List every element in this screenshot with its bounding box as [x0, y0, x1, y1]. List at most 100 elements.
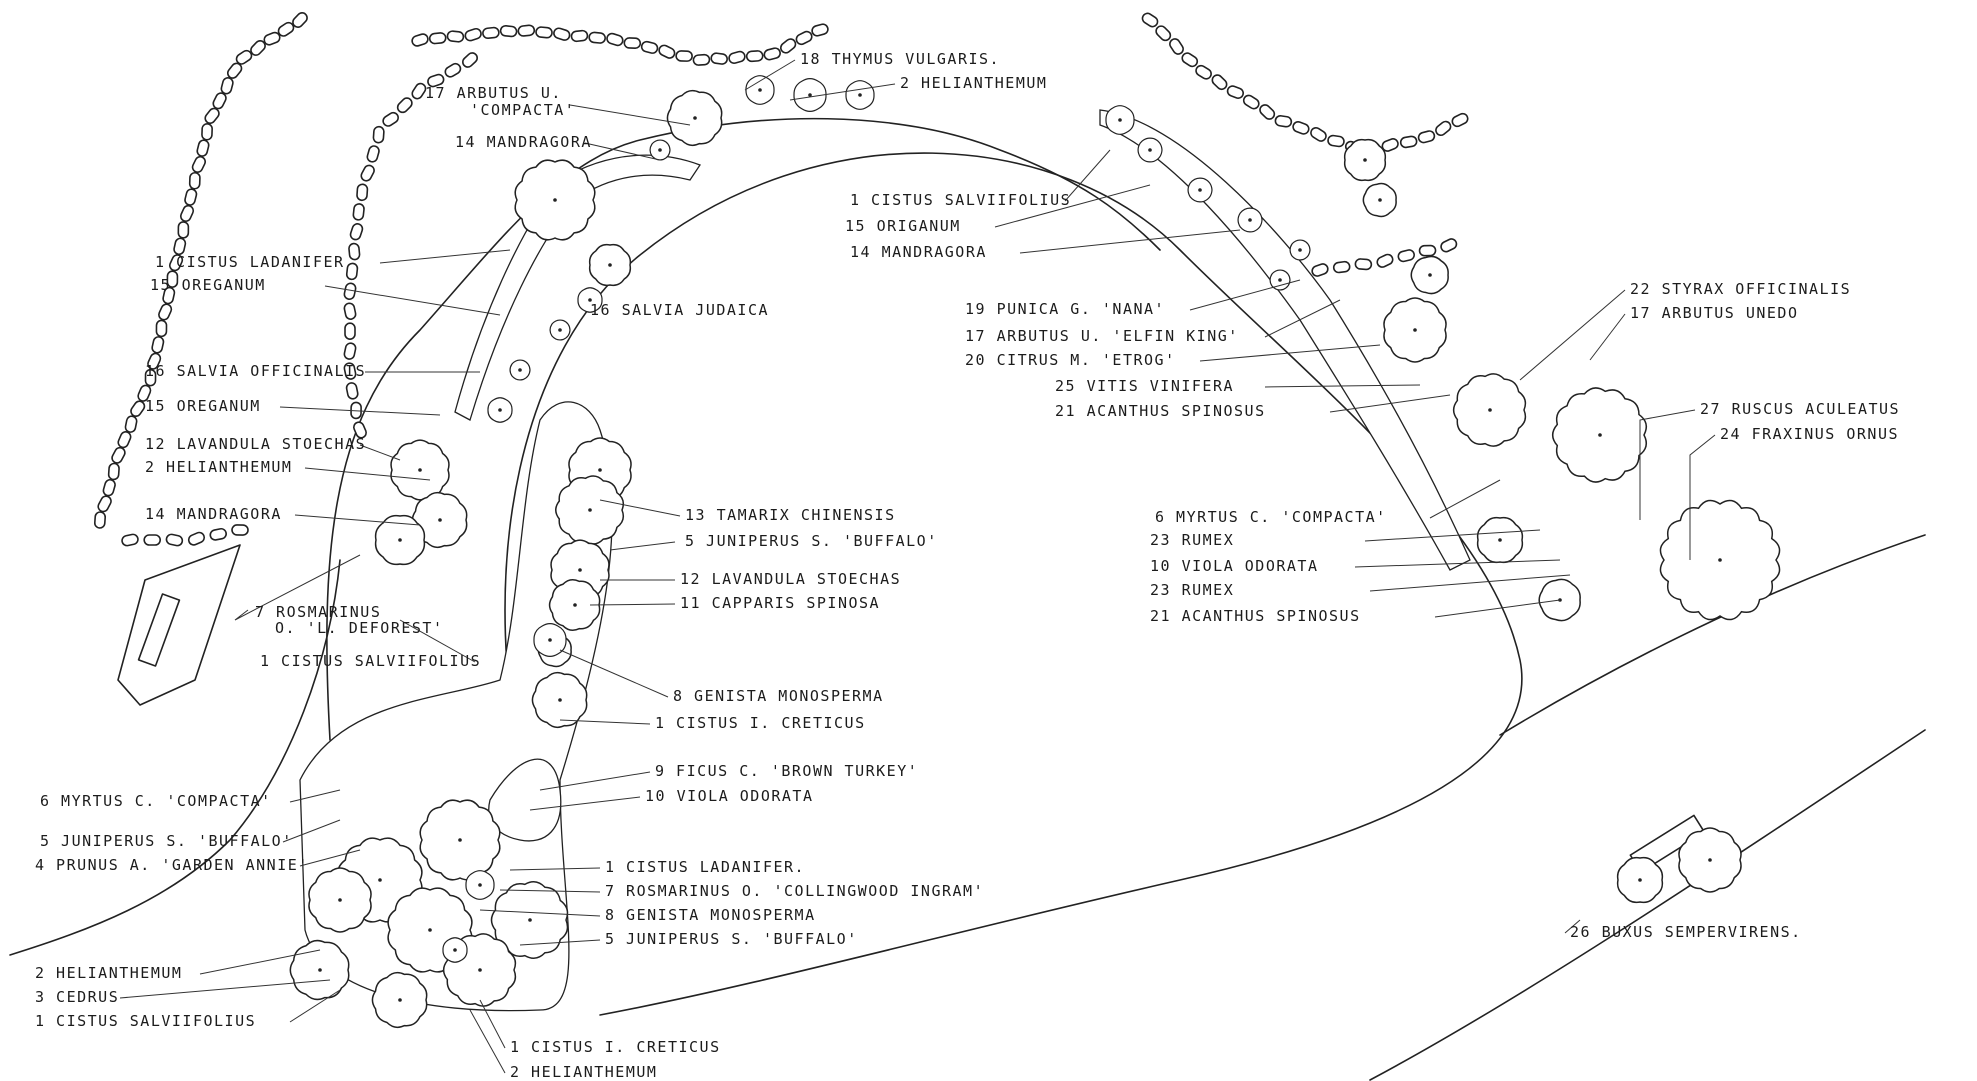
stepping-stone: [1417, 130, 1436, 144]
label-fraxinus: 24 FRAXINUS ORNUS: [1720, 425, 1899, 443]
path-inner-edge: [326, 117, 1161, 741]
label-buxus: 26 BUXUS SEMPERVIRENS.: [1570, 923, 1802, 941]
leader-genista-1: [559, 649, 669, 698]
label-acanthus-2: 21 ACANTHUS SPINOSUS: [1150, 607, 1361, 625]
stepping-stone: [231, 524, 249, 536]
stepping-stone: [640, 40, 659, 54]
plant-center-dot: [478, 883, 482, 887]
plant-symbols: [289, 75, 1781, 1029]
label-myrtus-right: 6 MYRTUS C. 'COMPACTA': [1155, 508, 1387, 526]
stepping-stone: [382, 111, 399, 127]
label-arbutus-unedo: 17 ARBUTUS UNEDO: [1630, 304, 1799, 322]
leader-arbutus-unedo: [1589, 313, 1626, 361]
label-cistus-ladanifer-2: 1 CISTUS LADANIFER.: [605, 858, 805, 876]
plant-center-dot: [658, 148, 662, 152]
stepping-stone: [1141, 12, 1159, 28]
stepping-stone: [462, 52, 478, 68]
plant-center-dot: [1638, 878, 1642, 882]
stepping-stone: [710, 52, 728, 65]
plant-center-dot: [858, 93, 862, 97]
stepping-stone: [535, 26, 553, 39]
plant-center-dot: [1428, 273, 1432, 277]
label-helianthemum-bottom: 2 HELIANTHEMUM: [35, 964, 182, 982]
stepping-stone: [220, 77, 234, 95]
plant-center-dot: [598, 468, 602, 472]
stepping-stone: [366, 145, 380, 163]
stepping-stone: [166, 270, 179, 288]
label-cistus-creticus-bottom: 1 CISTUS I. CRETICUS: [510, 1038, 721, 1056]
label-mandragora-left: 14 MANDRAGORA: [145, 505, 282, 523]
label-helianthemum-left: 2 HELIANTHEMUM: [145, 458, 292, 476]
plant-center-dot: [1298, 248, 1302, 252]
stepping-stone: [1226, 85, 1244, 99]
label-salvia-officinalis: 16 SALVIA OFFICINALIS: [145, 362, 366, 380]
label-cistus-salv-left: 1 CISTUS SALVIIFOLIUS: [260, 652, 481, 670]
label-cistus-salv-top: 1 CISTUS SALVIIFOLIUS: [850, 191, 1071, 209]
leader-ruscus: [1639, 409, 1696, 520]
label-cistus-salv-bottom: 1 CISTUS SALVIIFOLIUS: [35, 1012, 256, 1030]
label-thymus: 18 THYMUS VULGARIS.: [800, 50, 1000, 68]
plant-center-dot: [1413, 328, 1417, 332]
stepping-stone: [396, 97, 413, 114]
plant-center-dot: [808, 93, 812, 97]
stepping-stone: [1181, 52, 1199, 68]
stepping-stone: [1259, 104, 1276, 120]
stepping-stone: [427, 73, 445, 88]
stepping-stone: [1354, 258, 1373, 271]
stepping-stone: [1381, 138, 1399, 152]
label-prunus: 4 PRUNUS A. 'GARDEN ANNIE': [35, 856, 309, 874]
stepping-stone: [1211, 74, 1228, 91]
label-capparis: 11 CAPPARIS SPINOSA: [680, 594, 880, 612]
plant-center-dot: [588, 508, 592, 512]
stepping-stone: [277, 21, 295, 37]
stepping-stone: [570, 29, 589, 43]
stepping-stone: [1169, 38, 1184, 55]
stepping-stone: [165, 533, 184, 547]
stepping-stone: [204, 107, 220, 124]
leader-rumex-2: [1369, 574, 1571, 592]
label-arbutus-compacta-1: 17 ARBUTUS U.: [425, 84, 562, 102]
stepping-stone: [124, 415, 138, 433]
stepping-stone: [352, 203, 365, 221]
label-lavandula-mid: 12 LAVANDULA STOECHAS: [680, 570, 901, 588]
leader-juniperus-1: [609, 541, 676, 551]
leader-acanthus-1: [1329, 394, 1451, 413]
label-juniperus-2: 5 JUNIPERUS S. 'BUFFALO': [605, 930, 858, 948]
leader-cedrus: [119, 979, 331, 999]
left-boundary: [9, 559, 341, 956]
plant-center-dot: [1363, 158, 1367, 162]
stepping-stone: [1435, 120, 1452, 137]
plant-center-dot: [548, 638, 552, 642]
label-myrtus-left: 6 MYRTUS C. 'COMPACTA': [40, 792, 272, 810]
stepping-stone: [1376, 253, 1394, 268]
stepping-stone: [121, 533, 139, 547]
stepping-stone: [343, 302, 357, 320]
plant-center-dot: [558, 698, 562, 702]
stepping-stone: [111, 446, 126, 464]
stepping-stone: [745, 50, 764, 63]
plant-center-dot: [588, 298, 592, 302]
leader-buxus: [1564, 919, 1581, 934]
stepping-stone: [1451, 112, 1469, 128]
plant-center-dot: [1378, 198, 1382, 202]
label-origanum-top: 15 ORIGANUM: [845, 217, 961, 235]
label-juniperus-left: 5 JUNIPERUS S. 'BUFFALO': [40, 832, 293, 850]
stepping-stone: [444, 62, 462, 78]
label-juniperus-1: 5 JUNIPERUS S. 'BUFFALO': [685, 532, 938, 550]
leader-cistus-salv-top: [1064, 149, 1111, 202]
stepping-stone: [1311, 263, 1329, 277]
leader-origanum-top: [994, 184, 1151, 228]
label-acanthus-1: 21 ACANTHUS SPINOSUS: [1055, 402, 1266, 420]
label-rosmarinus-left-2: O. 'L. DEFOREST': [275, 619, 444, 637]
plant-center-dot: [573, 603, 577, 607]
stepping-stone: [191, 155, 207, 173]
plant-center-dot: [608, 263, 612, 267]
leader-vitis: [1264, 384, 1421, 388]
stepping-stone: [144, 368, 157, 387]
plant-center-dot: [338, 898, 342, 902]
stepping-stone: [1195, 64, 1212, 80]
stepping-stone: [147, 352, 162, 370]
label-genista-1: 8 GENISTA MONOSPERMA: [673, 687, 884, 705]
leader-arbutus-elfin: [1264, 299, 1341, 338]
